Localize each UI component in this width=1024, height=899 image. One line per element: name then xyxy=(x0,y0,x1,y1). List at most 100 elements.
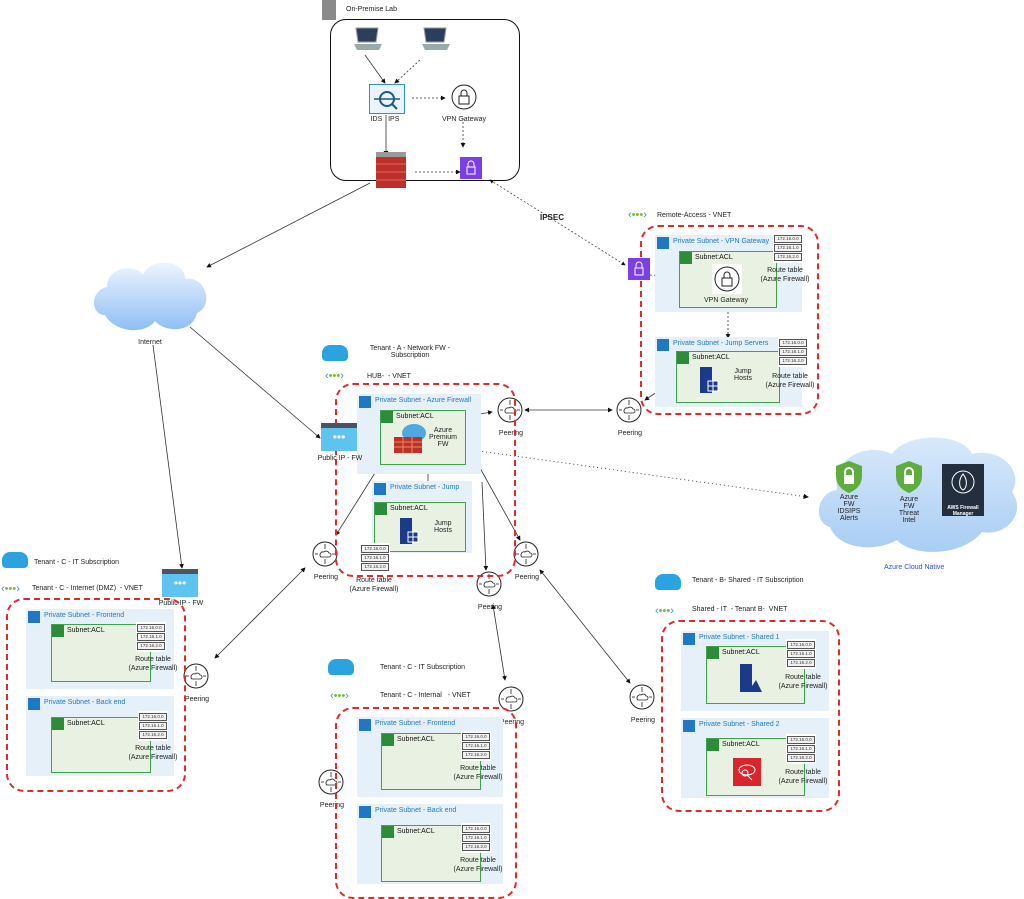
peering-icon xyxy=(629,684,655,710)
route-entry: 172.16.2.0 xyxy=(787,754,815,762)
subnet-title: Private Subnet - VPN Gateway xyxy=(673,238,770,245)
route-table-line: Route table xyxy=(785,674,821,681)
subnet-title: Private Subnet - Shared 1 xyxy=(699,634,780,641)
ids-ips-icon xyxy=(369,84,405,114)
vpn-gateway-icon xyxy=(712,264,742,294)
subnet-title: Private Subnet - Back end xyxy=(375,807,457,814)
acl-lock-icon xyxy=(381,411,393,423)
lock-icon xyxy=(657,339,669,351)
route-entry: 172.16.1.0 xyxy=(462,834,490,842)
peering-icon xyxy=(476,571,502,597)
peering-label: Peering xyxy=(617,430,643,437)
route-table-line: Route table xyxy=(135,656,171,663)
route-entry: 172.16.2.0 xyxy=(462,843,490,851)
route-table-line: Route table xyxy=(135,745,171,752)
peering-node: Peering xyxy=(496,396,526,437)
acl-title: Subnet:ACL xyxy=(695,254,733,261)
acl-lock-icon xyxy=(375,503,387,515)
peering-node: Peering xyxy=(311,540,341,581)
label-line: Azure xyxy=(839,494,859,501)
subnet-title: Private Subnet - Frontend xyxy=(375,720,456,727)
lock-icon xyxy=(28,611,40,623)
azure-subscription-icon xyxy=(655,574,681,590)
tenant-c-dmz-vnet-boundary xyxy=(6,598,186,792)
label-line: Threat xyxy=(898,510,920,517)
laptop-icon xyxy=(420,26,452,52)
line-internet-publicip xyxy=(189,326,321,439)
tenant-b-vnet-title: Shared - IT - Tenant B- VNET xyxy=(692,606,788,613)
tenant-c-dmz-vnet-title: Tenant - C - Internet (DMZ) - VNET xyxy=(32,585,143,592)
route-table-line: Route table xyxy=(785,769,821,776)
route-table-label: Route table (Azure Firewall) xyxy=(118,655,188,673)
subnet-title: Private Subnet - Azure Firewall xyxy=(375,397,472,404)
acl-title: Subnet:ACL xyxy=(397,736,435,743)
route-entry: 172.16.2.0 xyxy=(137,642,165,650)
windows-server-icon xyxy=(398,518,420,546)
acl-lock-icon xyxy=(707,647,719,659)
laptop-icon xyxy=(352,26,384,52)
hub-vnet-boundary xyxy=(335,383,516,577)
subnet-title: Private Subnet - Shared 2 xyxy=(699,721,780,728)
route-entry: 172.16.1.0 xyxy=(779,348,807,356)
acl-lock-icon xyxy=(707,739,719,751)
vnet-icon: ‹•••› xyxy=(325,370,344,382)
server-icon xyxy=(738,664,762,694)
route-table-line: (Azure Firewall) xyxy=(128,754,178,761)
route-table: 172.16.0.0 172.16.1.0 172.16.2.0 xyxy=(461,823,491,853)
label-line: Jump xyxy=(734,368,752,375)
label-line: Alerts xyxy=(840,515,858,522)
route-entry: 172.16.0.0 xyxy=(787,641,815,649)
label-line: Jump xyxy=(434,520,452,527)
route-table-label: Route table(Azure Firewall) xyxy=(755,372,825,390)
label-line: FW xyxy=(437,441,449,448)
peering-node: Peering xyxy=(317,768,347,809)
azure-subscription-icon xyxy=(328,659,354,675)
label-line: Intel xyxy=(902,517,916,524)
cloud-native-title: Azure Cloud Native xyxy=(884,564,945,571)
peering-icon xyxy=(616,397,642,423)
route-table-line: (Azure Firewall) xyxy=(349,586,399,593)
route-table-label: Route table(Azure Firewall) xyxy=(443,856,513,874)
line-peering-internal xyxy=(491,604,507,681)
route-table-line: Route table xyxy=(767,267,803,274)
tenant-c-dmz-subscription: Tenant - C - IT Subscription xyxy=(34,559,120,566)
acl-title: Subnet:ACL xyxy=(692,354,730,361)
route-entry: 172.16.2.0 xyxy=(774,253,802,261)
route-entry: 172.16.2.0 xyxy=(139,731,167,739)
acl-lock-icon xyxy=(680,252,692,264)
shield-lock-icon xyxy=(894,460,924,494)
acl-lock-icon xyxy=(677,352,689,364)
label-line: Hosts xyxy=(734,375,752,382)
site-to-site-vpn-icon xyxy=(460,157,482,179)
route-table: 172.16.0.0 172.16.1.0 172.16.2.0 xyxy=(773,233,803,263)
route-entry: 172.16.0.0 xyxy=(774,235,802,243)
route-entry: 172.16.0.0 xyxy=(137,624,165,632)
acl-title: Subnet:ACL xyxy=(722,649,760,656)
acl-title: Subnet:ACL xyxy=(390,505,428,512)
lock-icon xyxy=(683,633,695,645)
vnet-icon: ‹•••› xyxy=(1,583,20,595)
peering-label: Peering xyxy=(319,802,345,809)
key-vault-icon xyxy=(733,758,761,786)
subnet-title: Private Subnet - Jump Servers xyxy=(673,340,769,347)
route-table-line: (Azure Firewall) xyxy=(128,665,178,672)
line-fw-internet xyxy=(206,182,371,268)
route-entry: 172.16.0.0 xyxy=(139,713,167,721)
route-table-line: (Azure Firewall) xyxy=(778,778,828,785)
azure-subscription-icon xyxy=(2,552,28,568)
acl-lock-icon xyxy=(382,826,394,838)
label-line: Premium xyxy=(428,434,457,441)
vpn-gateway-icon xyxy=(451,84,477,110)
peering-node: Peering xyxy=(512,540,542,581)
label-line: Azure xyxy=(899,496,919,503)
route-entry: 172.16.0.0 xyxy=(462,733,490,741)
internet-cloud-icon xyxy=(85,255,217,335)
windows-server-icon xyxy=(698,367,720,395)
route-table-line: (Azure Firewall) xyxy=(453,774,503,781)
vpn-gateway-label: VPN Gateway xyxy=(704,297,748,304)
route-entry: 172.16.1.0 xyxy=(361,554,389,562)
route-entry: 172.16.2.0 xyxy=(361,563,389,571)
